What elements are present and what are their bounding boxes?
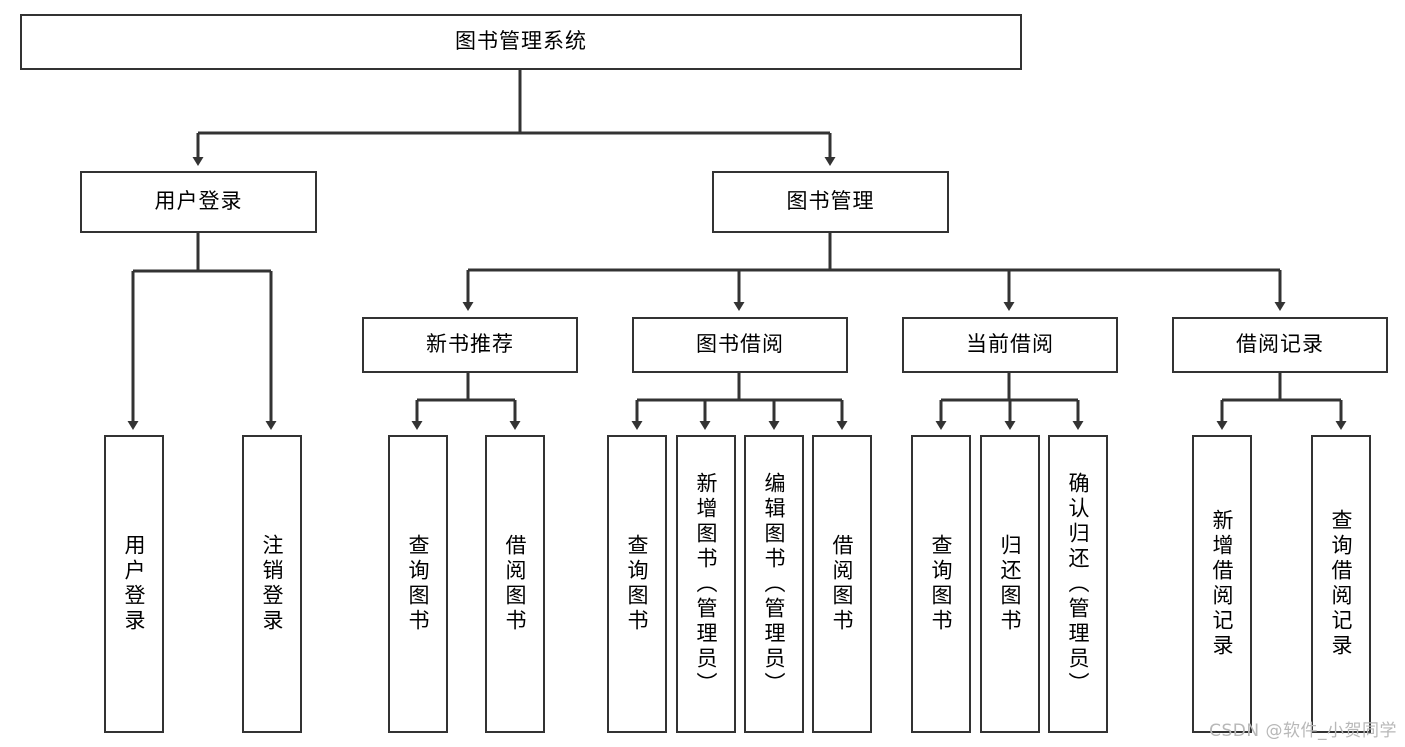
node-label: 查询图书 [406, 534, 431, 634]
node-label: 查询图书 [929, 534, 954, 634]
node-borrow-record[interactable]: 借阅记录 [1172, 317, 1388, 373]
leaf-book-borrow-1[interactable]: 查询图书 [607, 435, 667, 733]
node-label: 新增图书（管理员） [694, 471, 719, 697]
node-new-book-recommend[interactable]: 新书推荐 [362, 317, 578, 373]
leaf-borrow-record-2[interactable]: 查询借阅记录 [1311, 435, 1371, 733]
leaf-borrow-record-1[interactable]: 新增借阅记录 [1192, 435, 1252, 733]
node-root-book-management-system[interactable]: 图书管理系统 [20, 14, 1022, 70]
leaf-current-borrow-3[interactable]: 确认归还（管理员） [1048, 435, 1108, 733]
leaf-current-borrow-2[interactable]: 归还图书 [980, 435, 1040, 733]
node-label: 图书借阅 [696, 332, 784, 357]
node-label: 编辑图书（管理员） [762, 471, 787, 697]
watermark-text: CSDN @软件_小贺同学 [1209, 721, 1397, 741]
node-label: 借阅记录 [1236, 332, 1324, 357]
leaf-user-login-1[interactable]: 用户登录 [104, 435, 164, 733]
leaf-new-book-recommend-1[interactable]: 查询图书 [388, 435, 448, 733]
node-label: 图书管理 [786, 189, 875, 214]
node-label: 确认归还（管理员） [1066, 471, 1091, 697]
leaf-current-borrow-1[interactable]: 查询图书 [911, 435, 971, 733]
node-label: 当前借阅 [966, 332, 1054, 357]
node-label: 借阅图书 [830, 534, 855, 634]
leaf-book-borrow-4[interactable]: 借阅图书 [812, 435, 872, 733]
node-label: 用户登录 [122, 534, 147, 634]
node-label: 查询借阅记录 [1329, 509, 1354, 659]
node-label: 注销登录 [260, 534, 285, 634]
node-book-management[interactable]: 图书管理 [712, 171, 949, 233]
leaf-book-borrow-2[interactable]: 新增图书（管理员） [676, 435, 736, 733]
node-book-borrow[interactable]: 图书借阅 [632, 317, 848, 373]
node-label: 查询图书 [625, 534, 650, 634]
node-label: 归还图书 [998, 534, 1023, 634]
leaf-new-book-recommend-2[interactable]: 借阅图书 [485, 435, 545, 733]
leaf-book-borrow-3[interactable]: 编辑图书（管理员） [744, 435, 804, 733]
node-label: 借阅图书 [503, 534, 528, 634]
node-label: 用户登录 [154, 189, 243, 214]
node-label: 新增借阅记录 [1210, 509, 1235, 659]
node-user-login[interactable]: 用户登录 [80, 171, 317, 233]
node-label: 图书管理系统 [455, 29, 587, 54]
node-label: 新书推荐 [426, 332, 514, 357]
leaf-user-login-2[interactable]: 注销登录 [242, 435, 302, 733]
node-current-borrow[interactable]: 当前借阅 [902, 317, 1118, 373]
